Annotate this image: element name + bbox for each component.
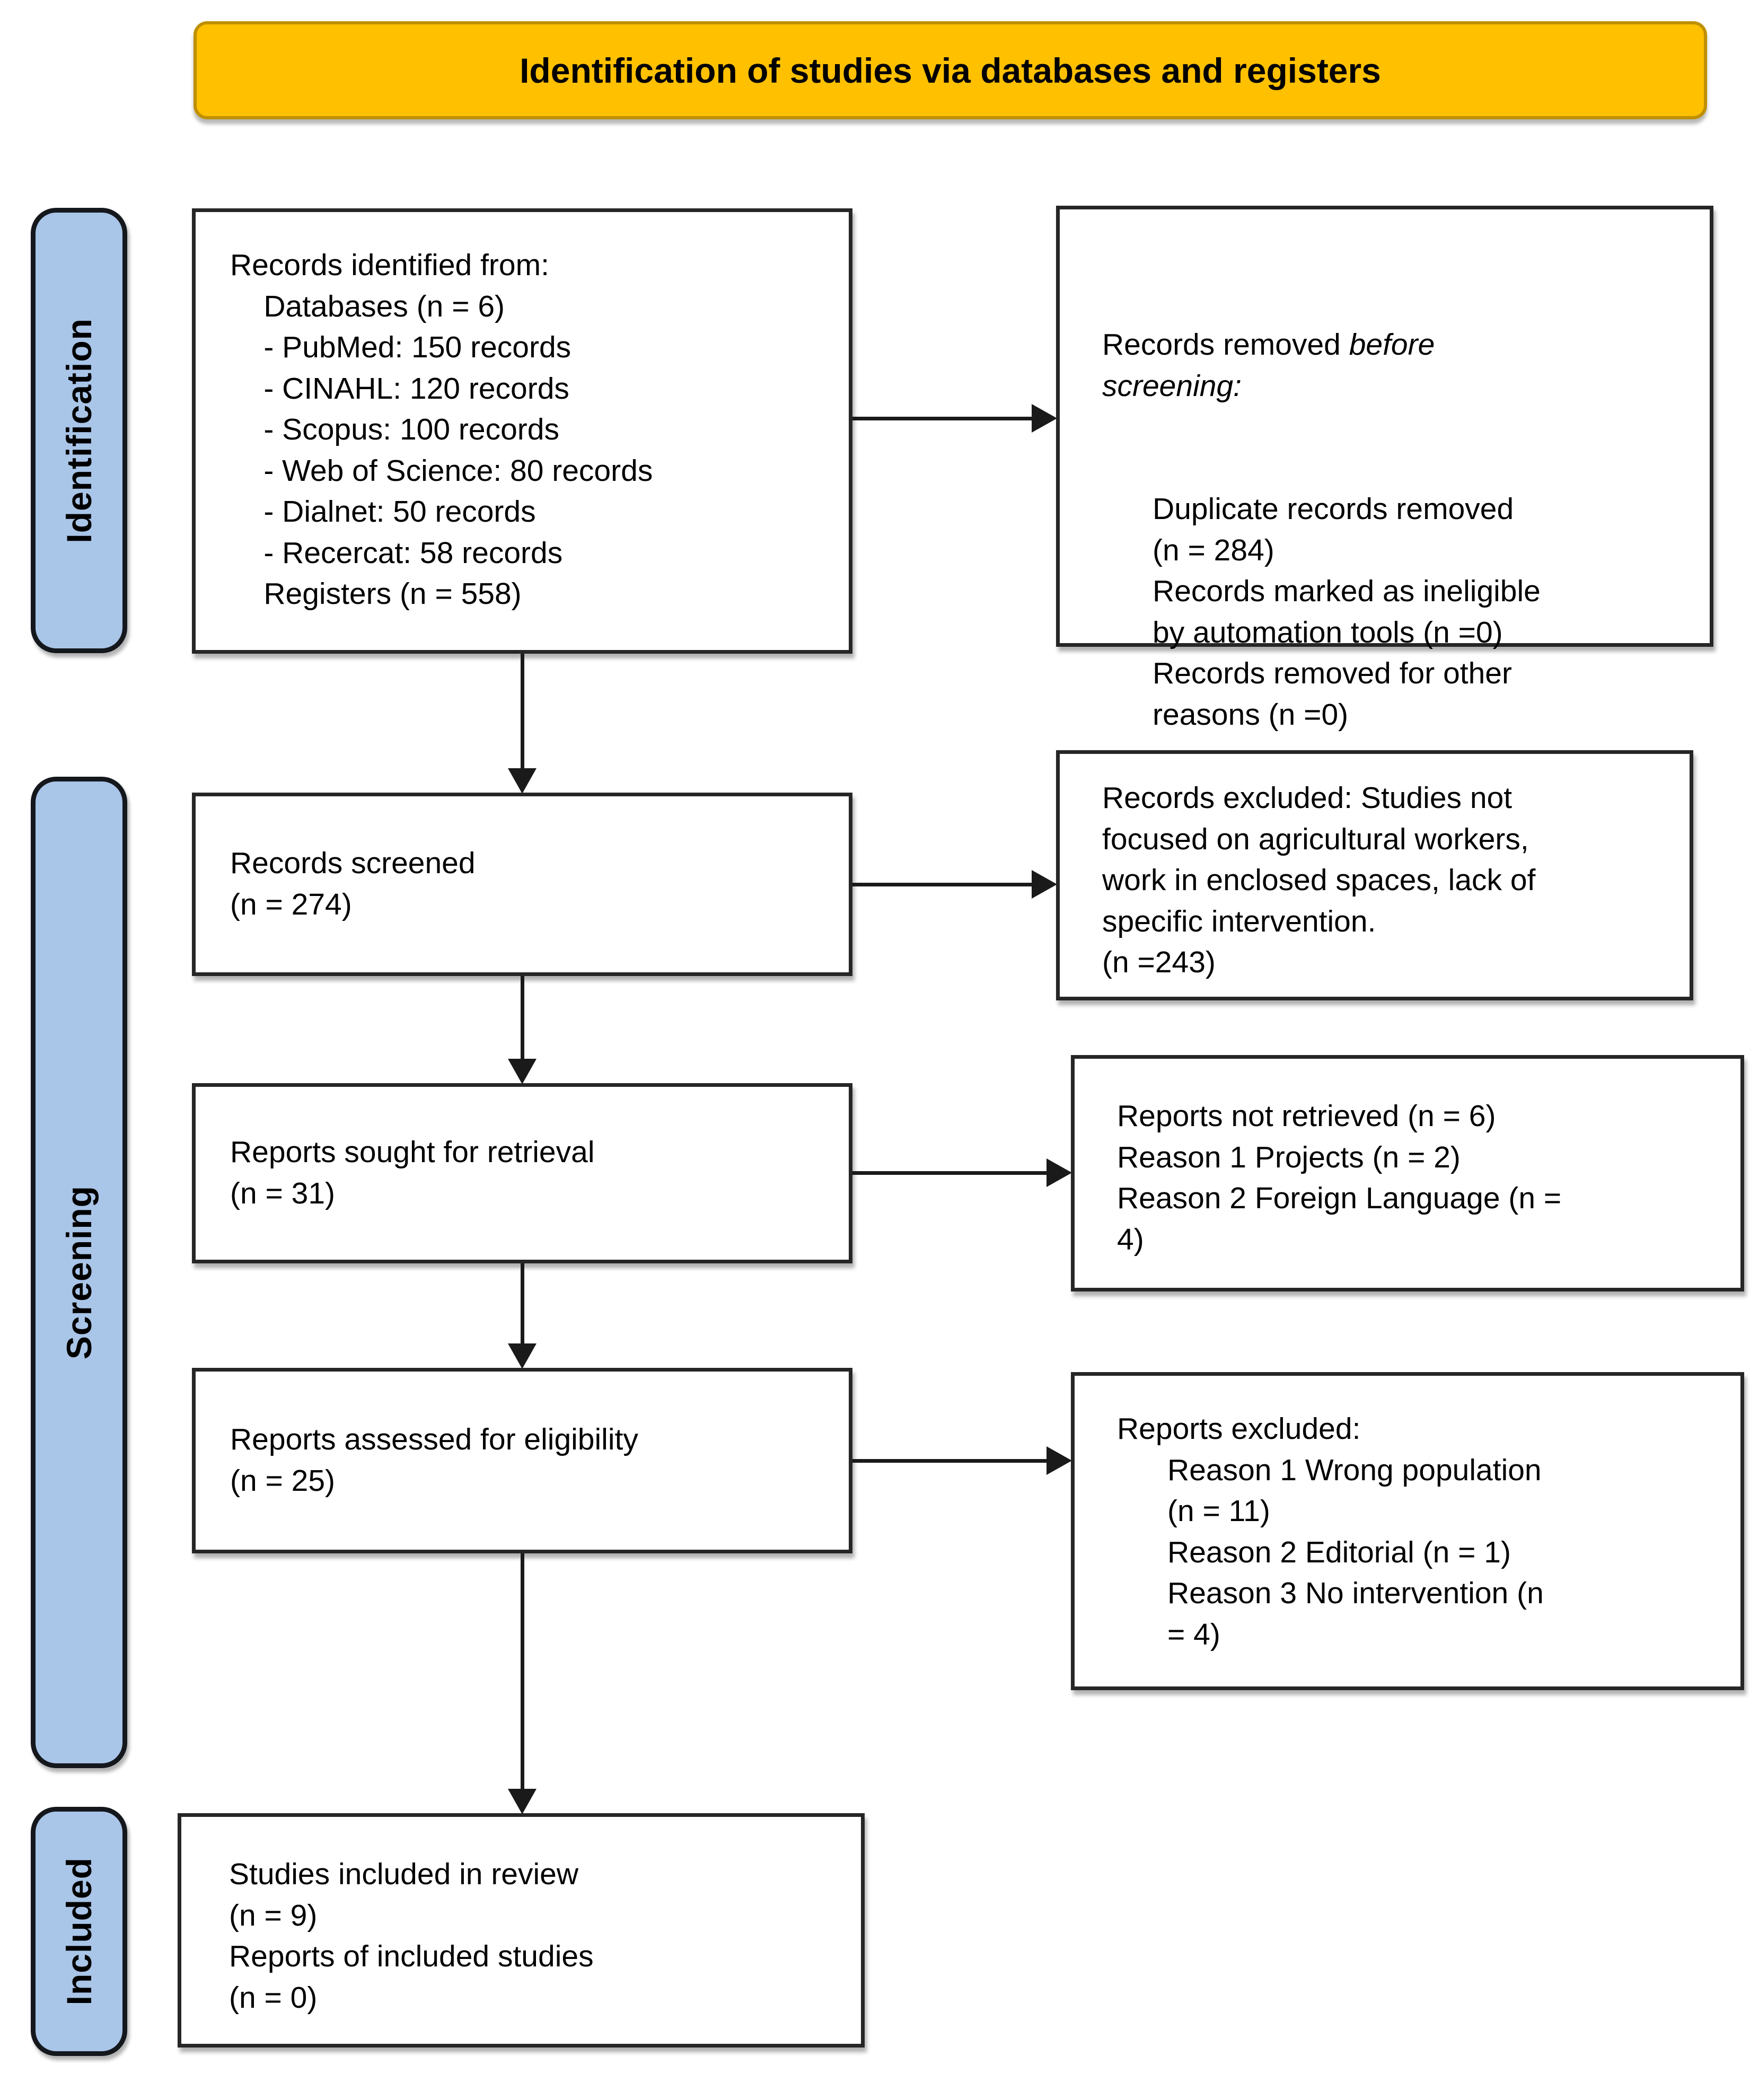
box-reports-sought: Reports sought for retrieval (n = 31) [192,1083,852,1263]
records-removed-details: Duplicate records removed (n = 284) Reco… [1153,492,1541,732]
box-records-removed-before-screening: Records removed before screening: Duplic… [1056,206,1713,732]
box-reports-not-retrieved: Reports not retrieved (n = 6) Reason 1 P… [1071,1055,1744,1291]
box-studies-included: Studies included in review (n = 9) Repor… [178,1813,865,2048]
box-reports-assessed-text: Reports assessed for eligibility (n = 25… [230,1422,638,1498]
stage-label-screening: Screening [31,777,127,1768]
box-records-identified-text: Records identified from: Databases (n = … [230,248,653,611]
connector-assessed-to-reports-excluded [852,1459,1050,1463]
box-records-excluded-text: Records excluded: Studies not focused on… [1102,781,1536,980]
stage-label-included: Included [31,1807,127,2056]
diagram-title: Identification of studies via databases … [520,50,1381,90]
box-reports-excluded: Reports excluded: Reason 1 Wrong populat… [1071,1372,1744,1690]
title-banner: Identification of studies via databases … [194,21,1707,119]
box-reports-excluded-text: Reports excluded: Reason 1 Wrong populat… [1117,1412,1544,1651]
connector-screened-to-sought [521,976,524,1061]
connector-identified-to-removed [852,417,1035,420]
stage-label-screening-text: Screening [59,1185,99,1360]
connector-identified-to-screened [521,654,524,771]
arrowhead-down-1-icon [508,768,537,794]
connector-screened-to-excluded [852,883,1035,886]
box-records-removed-text: Records removed before screening: Duplic… [1060,209,1710,818]
box-reports-assessed: Reports assessed for eligibility (n = 25… [192,1368,852,1553]
box-records-excluded: Records excluded: Studies not focused on… [1056,750,1693,1000]
arrowhead-right-row1-icon [1032,404,1057,433]
box-records-identified: Records identified from: Databases (n = … [192,208,852,654]
arrowhead-right-row4-icon [1047,1446,1072,1475]
box-reports-not-retrieved-text: Reports not retrieved (n = 6) Reason 1 P… [1117,1099,1562,1257]
stage-label-identification-text: Identification [59,318,99,543]
connector-sought-to-not-retrieved [852,1171,1050,1175]
connector-sought-to-assessed [521,1263,524,1346]
box-studies-included-text: Studies included in review (n = 9) Repor… [229,1857,594,2015]
arrowhead-right-row2-icon [1032,870,1057,899]
arrowhead-down-2-icon [508,1059,537,1084]
arrowhead-down-3-icon [508,1343,537,1369]
arrowhead-right-row3-icon [1047,1158,1072,1187]
stage-label-identification: Identification [31,208,127,653]
box-records-screened: Records screened (n = 274) [192,793,852,976]
box-records-screened-text: Records screened (n = 274) [230,846,476,921]
box-reports-sought-text: Reports sought for retrieval (n = 31) [230,1135,595,1210]
arrowhead-down-4-icon [508,1789,537,1814]
stage-label-included-text: Included [59,1857,99,2006]
records-removed-heading: Records removed before screening: [1102,328,1435,403]
connector-assessed-to-included [521,1553,524,1791]
